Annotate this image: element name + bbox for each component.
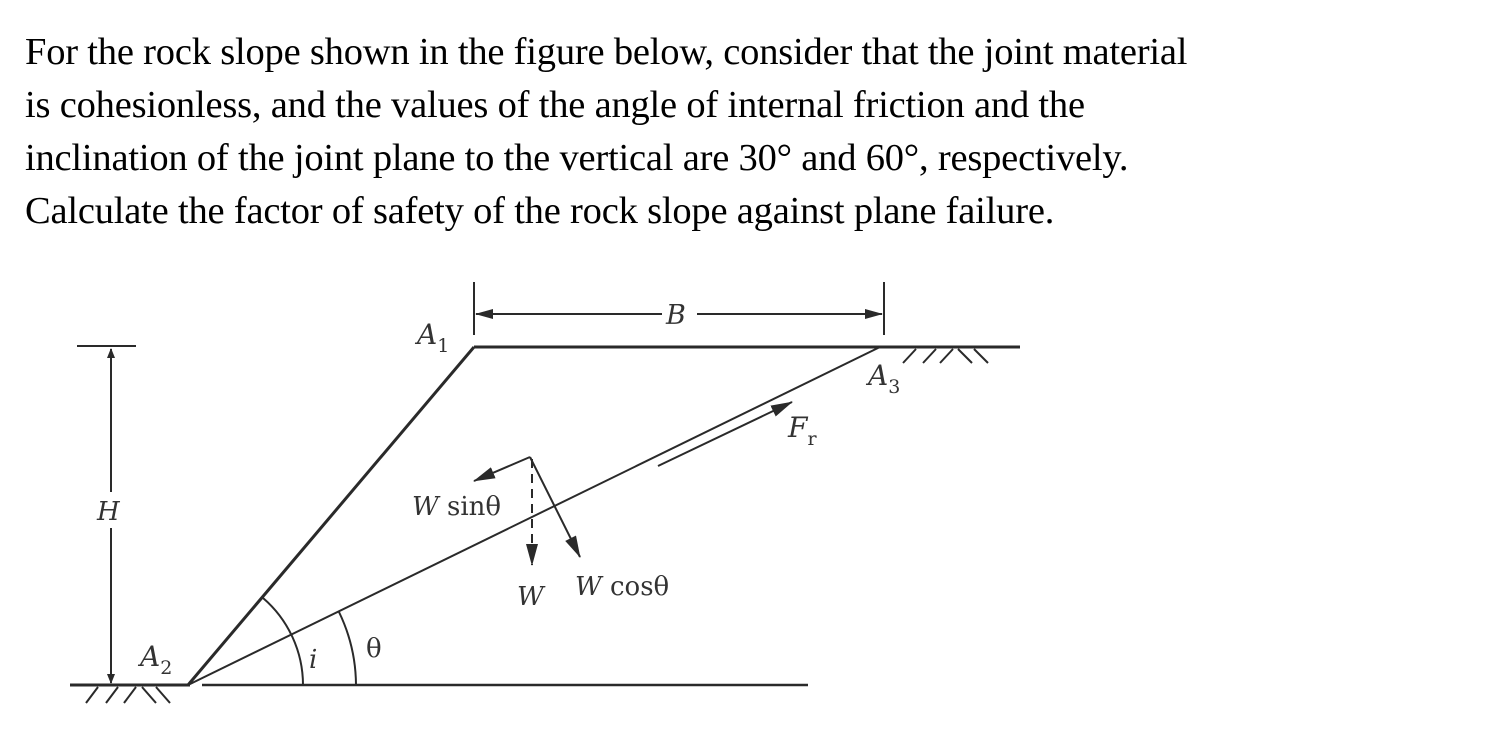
joint-plane <box>187 346 881 686</box>
label-theta: θ <box>366 634 382 664</box>
label-i: i <box>309 645 317 675</box>
slope-face <box>186 346 476 686</box>
label-w-cos: W cosθ <box>575 572 669 602</box>
label-h: H <box>96 497 121 527</box>
problem-line-1: For the rock slope shown in the figure b… <box>25 31 1188 73</box>
label-w-sin: W sinθ <box>412 492 501 522</box>
problem-line-4: Calculate the factor of safety of the ro… <box>25 190 1055 232</box>
w-sin-arrow <box>473 456 531 482</box>
friction-force-arrow <box>657 401 793 467</box>
label-fr: Fr <box>787 411 817 450</box>
label-a2: A2 <box>137 640 172 679</box>
ground-hatch-toe <box>85 686 171 704</box>
problem-line-2: is cohesionless, and the values of the a… <box>25 84 1085 126</box>
angle-arc-i <box>262 597 304 686</box>
w-cos-arrow <box>529 456 581 558</box>
label-a3: A3 <box>865 359 900 398</box>
label-a1: A1 <box>414 318 449 357</box>
label-b: B <box>665 300 686 331</box>
problem-line-3: inclination of the joint plane to the ve… <box>25 137 1129 179</box>
problem-statement: For the rock slope shown in the figure b… <box>25 26 1485 238</box>
label-w: W <box>517 582 546 612</box>
angle-arc-theta <box>338 611 357 686</box>
ground-hatch-crest <box>902 348 989 364</box>
